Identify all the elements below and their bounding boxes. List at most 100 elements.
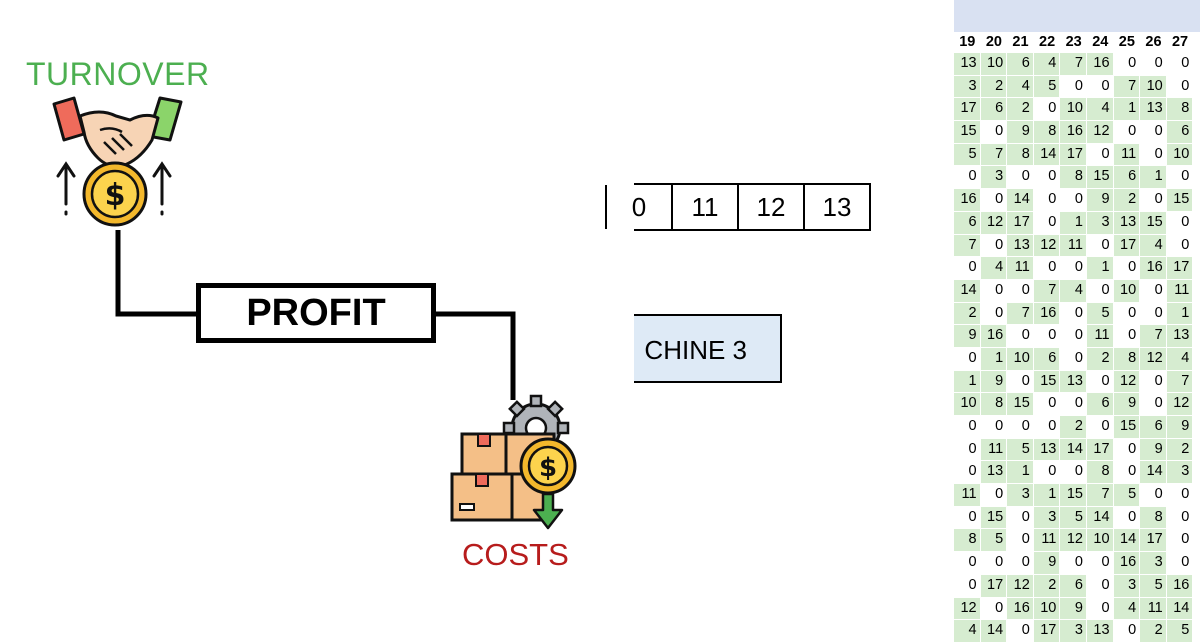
table-cell: 12 (1140, 347, 1167, 371)
table-cell: 15 (980, 506, 1008, 530)
table-cell: 0 (954, 438, 981, 462)
table-cell: 1 (954, 370, 981, 394)
table-cell: 0 (1007, 416, 1034, 439)
table-cell: 11 (1007, 257, 1034, 280)
table-cell: 0 (1166, 529, 1194, 553)
table-cell: 14 (954, 279, 981, 303)
table-cell: 0 (1086, 552, 1114, 575)
table-cell: 1 (1007, 461, 1034, 485)
table-cell: 14 (1113, 529, 1141, 553)
table-cell: 0 (1166, 53, 1194, 76)
table-cell: 0 (1060, 257, 1087, 280)
table-cell: 1 (1033, 484, 1061, 507)
table-cell: 0 (1140, 302, 1167, 326)
table-cell: 17 (1113, 234, 1141, 258)
table-cell: 13 (1060, 370, 1087, 394)
table-cell: 12 (1113, 370, 1141, 394)
turnover-connector (115, 230, 196, 317)
table-cell: 0 (1166, 75, 1194, 99)
table-cell: 3 (1113, 574, 1141, 598)
column-header: 19 (959, 34, 976, 50)
table-cell: 0 (1086, 143, 1114, 167)
table-cell: 0 (954, 347, 981, 371)
table-cell: 2 (1086, 347, 1114, 371)
table-cell: 0 (1086, 370, 1114, 394)
table-cell: 9 (1033, 552, 1061, 575)
table-cell: 7 (954, 234, 981, 258)
table-cell: 7 (1086, 484, 1114, 507)
table-cell: 0 (1140, 143, 1167, 167)
column-header: 27 (1171, 34, 1189, 50)
table-cell: 0 (1113, 461, 1141, 485)
table-cell: 0 (980, 234, 1008, 258)
table-cell: 10 (954, 393, 981, 416)
profit-box: PROFIT (196, 283, 436, 343)
table-cell: 4 (1007, 75, 1034, 99)
table-cell: 0 (954, 166, 981, 190)
table-cell: 0 (1113, 438, 1141, 462)
table-cell: 2 (1166, 438, 1194, 462)
column-header: 20 (985, 34, 1002, 50)
table-cell: 9 (1086, 189, 1114, 212)
table-cell: 3 (1166, 461, 1194, 485)
table-cell: 11 (980, 438, 1008, 462)
table-cell: 8 (954, 529, 981, 553)
table-cell: 1 (980, 347, 1008, 371)
table-cell: 0 (1140, 484, 1167, 507)
table-cell: 15 (954, 121, 981, 144)
table-cell: 0 (1140, 279, 1167, 303)
table-cell: 10 (1086, 529, 1114, 553)
table-cell: 16 (1033, 302, 1061, 326)
table-cell: 2 (1033, 574, 1061, 598)
table-cell: 0 (1086, 279, 1114, 303)
table-cell: 7 (1113, 75, 1141, 99)
table-cell: 3 (954, 75, 981, 99)
table-cell: 12 (1086, 121, 1114, 144)
column-header: 22 (1039, 34, 1056, 50)
table-cell: 10 (1140, 75, 1167, 99)
number-cell: 13 (803, 185, 869, 229)
table-cell: 3 (1140, 552, 1167, 575)
table-cell: 0 (1007, 166, 1034, 190)
table-cell: 7 (1007, 302, 1034, 326)
column-header: 21 (1012, 34, 1029, 50)
table-cell: 8 (1007, 143, 1034, 167)
table-cell: 5 (1166, 620, 1194, 643)
table-cell: 16 (1060, 121, 1087, 144)
table-cell: 0 (1033, 166, 1061, 190)
table-cell: 4 (1060, 279, 1087, 303)
table-cell: 17 (1060, 143, 1087, 167)
table-cell: 0 (954, 574, 981, 598)
table-cell: 14 (1033, 143, 1061, 167)
table-cell: 0 (1140, 393, 1167, 416)
table-cell: 9 (1140, 438, 1167, 462)
table-cell: 2 (1007, 98, 1034, 122)
table-cell: 9 (1113, 393, 1141, 416)
table-cell: 0 (1113, 620, 1141, 643)
table-cell: 0 (1086, 416, 1114, 439)
table-cell: 12 (1033, 234, 1061, 258)
table-cell: 17 (980, 574, 1008, 598)
table-cell: 0 (1033, 393, 1061, 416)
table-cell: 5 (1007, 438, 1034, 462)
table-cell: 5 (1086, 302, 1114, 326)
table-cell: 0 (954, 257, 981, 280)
table-cell: 0 (1060, 189, 1087, 212)
table-cell: 11 (1140, 597, 1167, 621)
table-cell: 4 (1113, 597, 1141, 621)
table-cell: 15 (1166, 189, 1194, 212)
table-cell: 7 (1060, 53, 1087, 76)
table-cell: 0 (1007, 325, 1034, 348)
